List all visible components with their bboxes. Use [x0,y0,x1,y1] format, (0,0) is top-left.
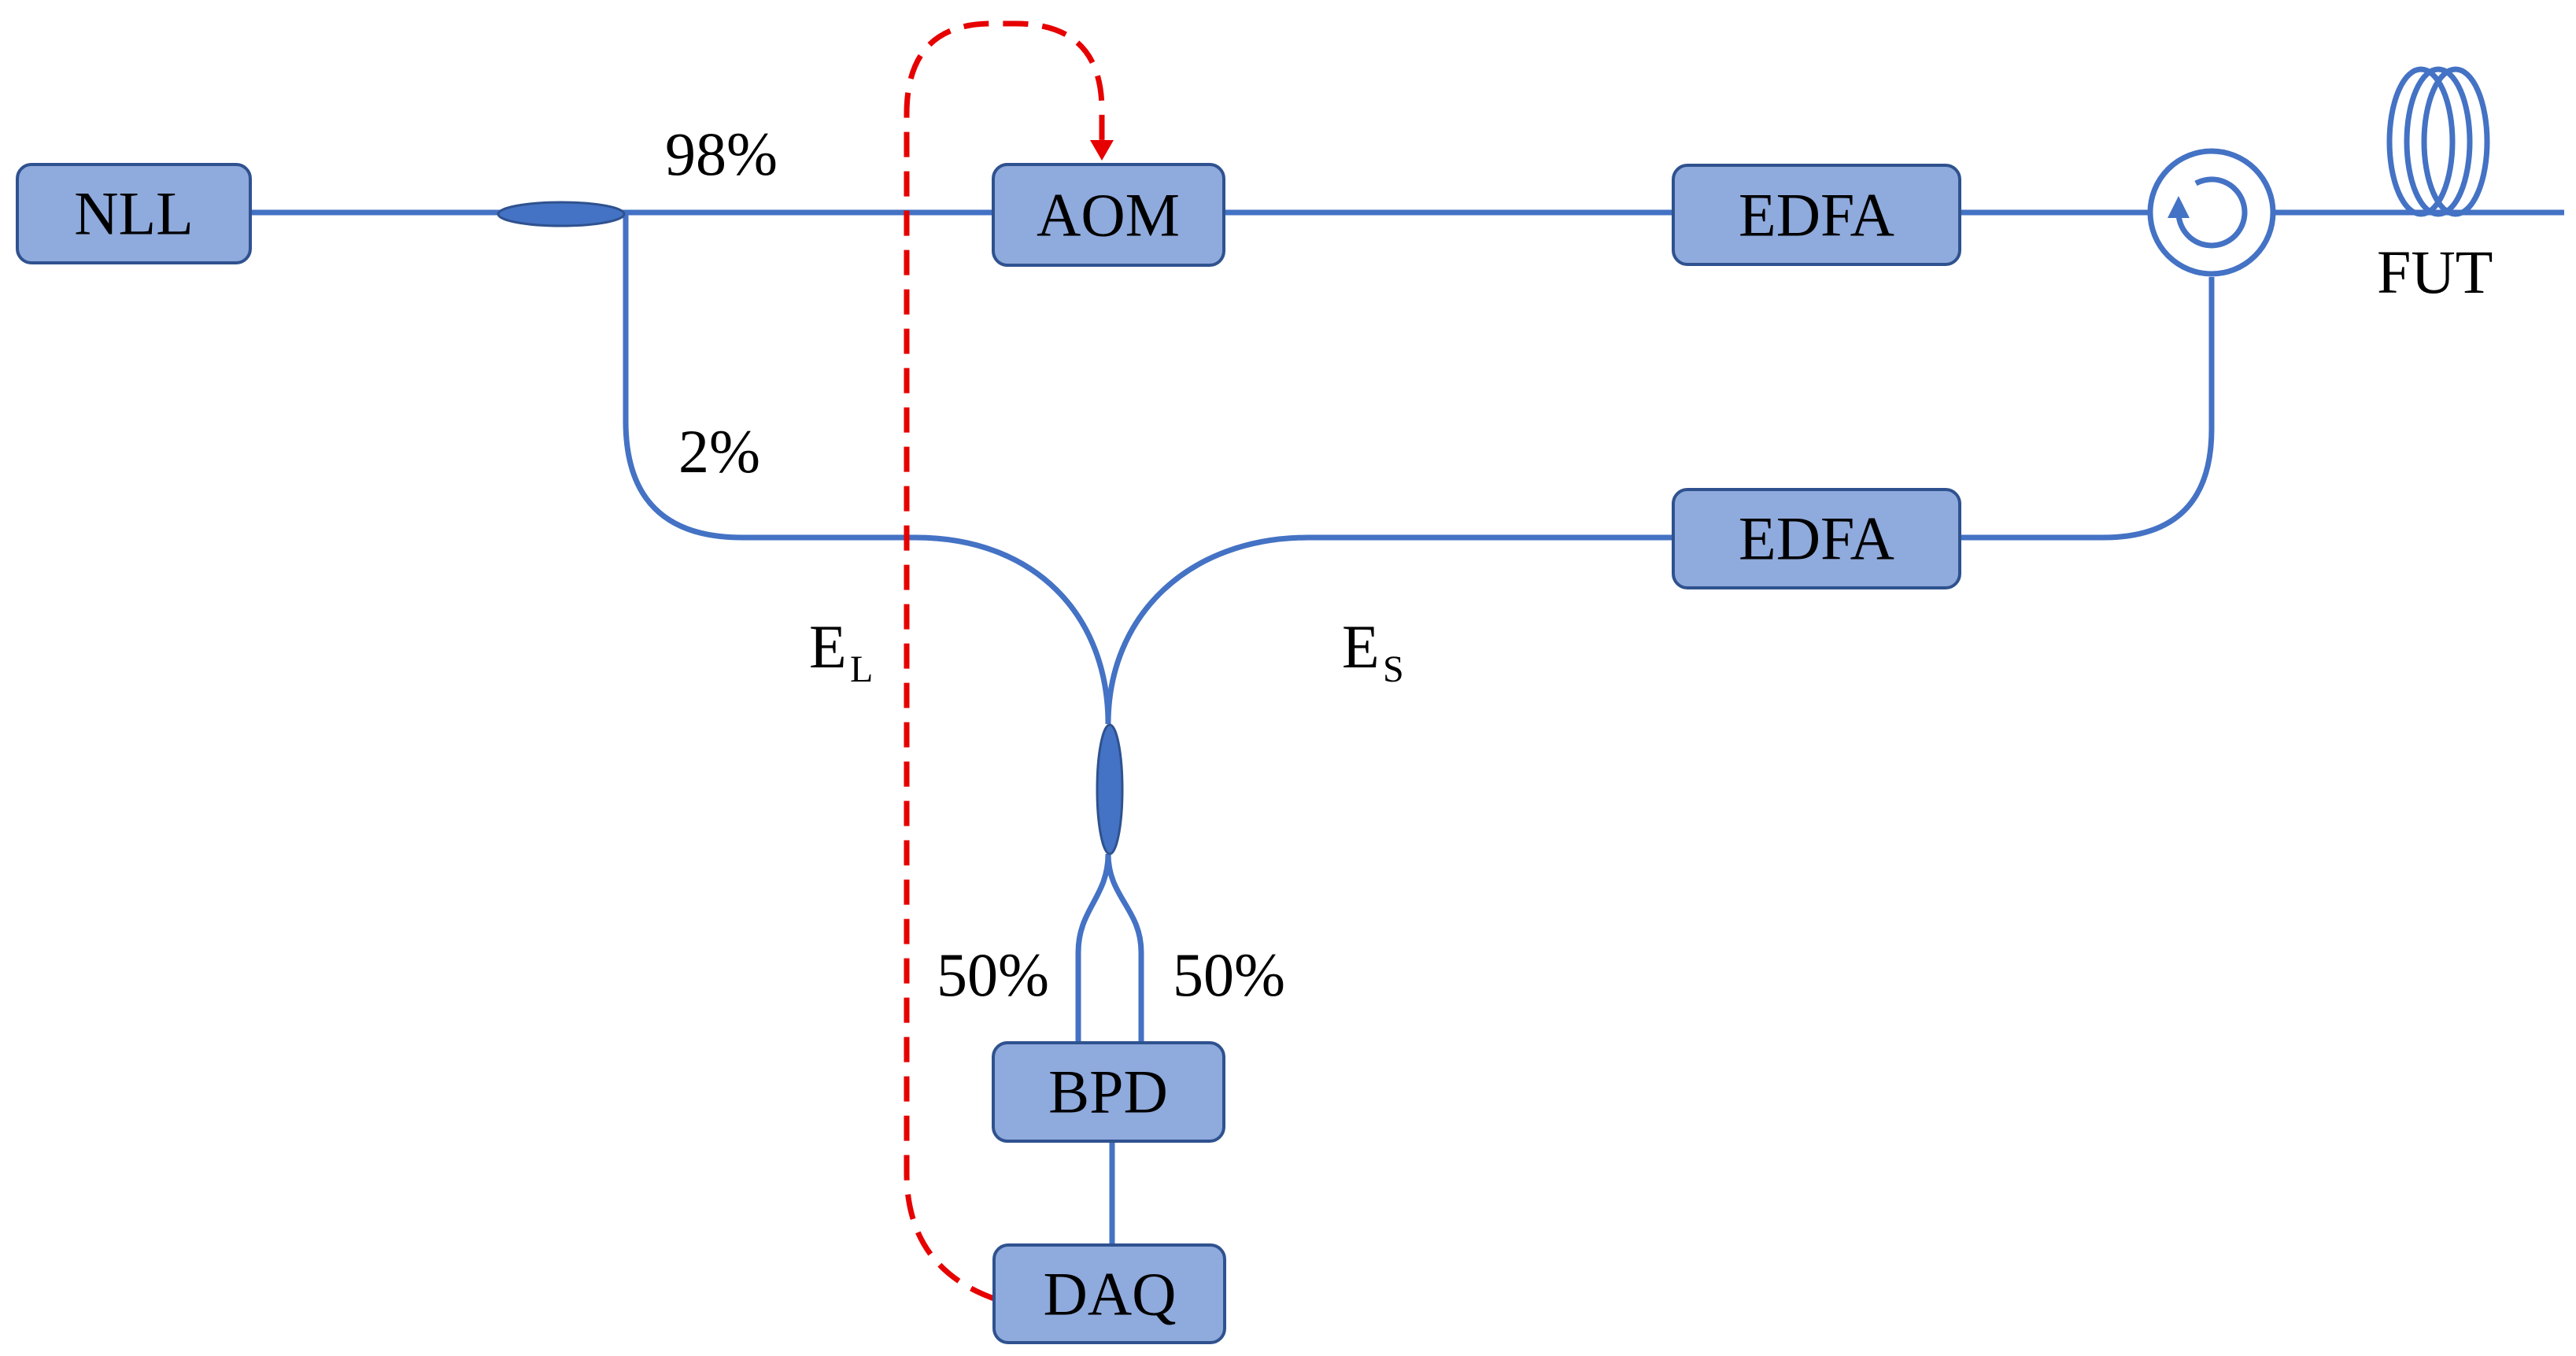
split-label-50-right: 50% [1173,940,1285,1009]
nll-label: NLL [74,179,194,248]
edfa-top-label: EDFA [1739,181,1894,249]
fiber-circulator-to-edfa [1960,277,2215,541]
control-line-daq-to-aom [904,20,1105,1302]
circulator-outer-ring [2147,148,2276,277]
fiber-coupler-to-bpd-left [1075,853,1111,1043]
aom-label: AOM [1037,181,1180,249]
fiber-signal-branch [1105,534,1673,725]
edfa-top-box: EDFA [1672,164,1961,266]
circulator [2147,148,2276,277]
split-label-98: 98% [665,120,778,188]
field-label-local: E L [809,612,873,690]
edfa-bottom-box: EDFA [1672,488,1961,589]
field-label-signal: E S [1342,612,1404,690]
coupler-50-50 [1096,723,1124,855]
circulator-arrow-arc [2175,176,2248,249]
split-label-2: 2% [678,417,760,486]
fut-label: FUT [2377,238,2493,306]
aom-box: AOM [992,163,1225,267]
fiber-local-oscillator-branch [623,212,1111,725]
circulator-arrowhead [2168,196,2190,218]
fut-coil-icon [2386,66,2490,217]
split-label-50-left: 50% [937,940,1049,1009]
field-signal-base: E [1342,612,1380,681]
bpd-label: BPD [1048,1058,1168,1126]
daq-label: DAQ [1044,1260,1177,1328]
field-local-base: E [809,612,847,681]
edfa-bottom-label: EDFA [1739,504,1894,573]
fiber-coupler-to-bpd-right [1105,853,1144,1043]
field-signal-subscript: S [1383,648,1404,690]
daq-box: DAQ [992,1243,1226,1344]
control-arrowhead [1090,140,1114,161]
coupler-98-2 [497,201,626,227]
bpd-box: BPD [992,1041,1225,1143]
nll-box: NLL [16,163,252,264]
field-local-subscript: L [850,648,873,690]
